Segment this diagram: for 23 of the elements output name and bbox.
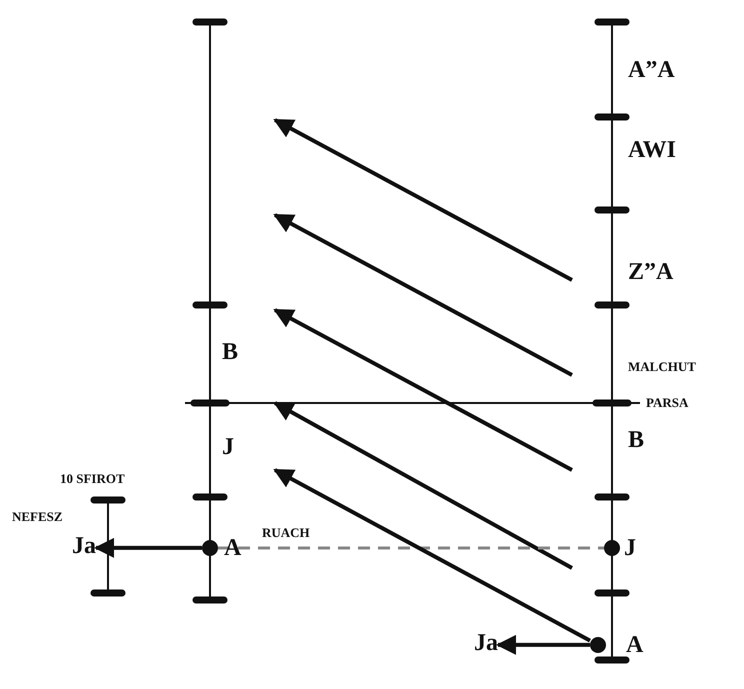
node-label: Ja	[72, 534, 96, 558]
segment-label: AWI	[628, 138, 676, 162]
dashed-connector	[218, 546, 604, 550]
segment-label: J	[624, 536, 636, 560]
segment-label: Z”A	[628, 260, 674, 284]
segment-label: A”A	[628, 58, 675, 82]
boundary-label: MALCHUT	[628, 360, 696, 373]
segment-label: A	[626, 633, 644, 657]
arrow	[273, 468, 591, 642]
arrow	[94, 538, 202, 558]
scale-label: 10 SFIROT	[60, 472, 125, 485]
arrow	[496, 634, 590, 655]
segment-label: B	[222, 340, 238, 364]
segment-label: J	[222, 435, 234, 459]
junction-dot	[604, 540, 620, 556]
junction-dot	[202, 540, 218, 556]
junction-dot	[590, 637, 606, 653]
segment-label: B	[628, 428, 644, 452]
scale-label: NEFESZ	[12, 510, 63, 523]
boundary-label: PARSA	[646, 396, 688, 409]
node-label: Ja	[474, 631, 498, 655]
level-label: RUACH	[262, 526, 310, 539]
segment-label: A	[224, 536, 242, 560]
